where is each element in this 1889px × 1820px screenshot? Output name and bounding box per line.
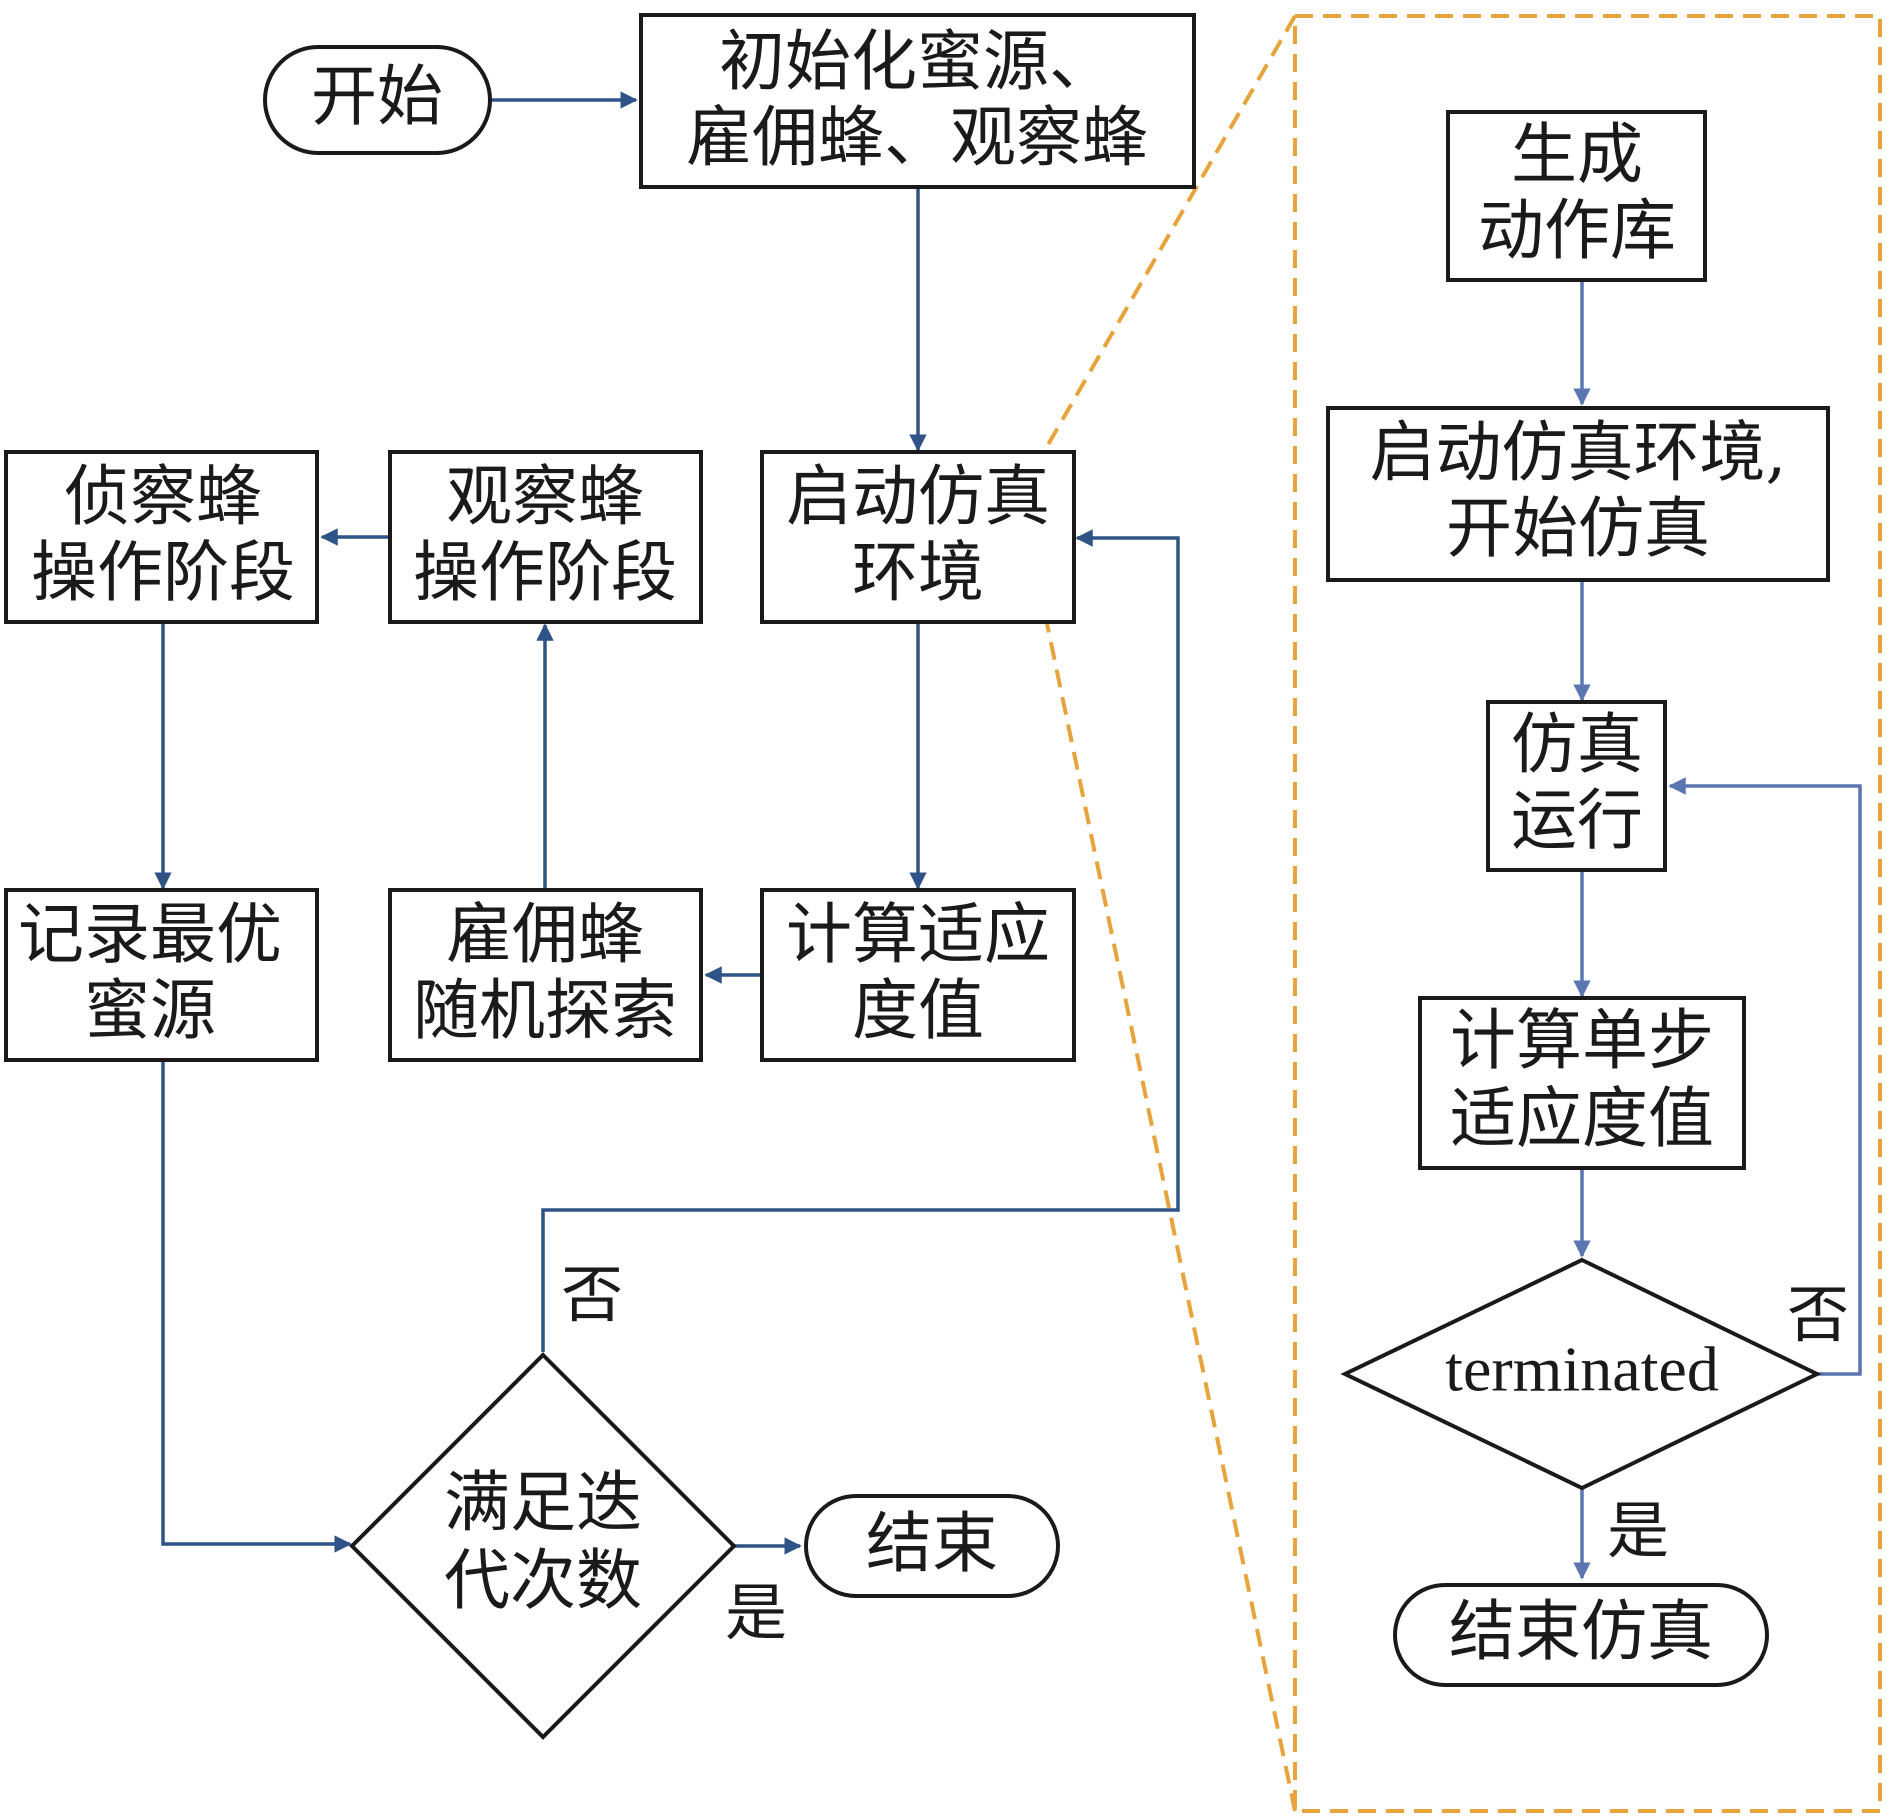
check-yes-label: 是 [725,1576,787,1649]
terminated-yes-label: 是 [1607,1494,1669,1567]
sim-run-process: 仿真 运行 [1486,700,1667,872]
terminated-no-label: 否 [1787,1278,1849,1351]
init-label-line2: 雇佣蜂、观察蜂 [686,99,1148,176]
edge-check-no-to-launch [541,529,1180,1352]
simrun-label-line2: 运行 [1511,782,1643,859]
record-label-line2: 蜜源 [84,972,216,1049]
start-sim-process: 启动仿真环境, 开始仿真 [1326,406,1830,582]
record-best-process: 记录最优 蜜源 [4,888,319,1062]
check-no-label: 否 [561,1258,623,1331]
start-terminal: 开始 [263,45,492,155]
fitness-label-line2: 度值 [852,972,984,1049]
startsim-label-line2: 开始仿真 [1446,490,1710,567]
onlooker-label-line2: 操作阶段 [413,534,677,611]
detail-zoom-frame [1043,14,1882,1813]
scout-label-line1: 侦察蜂 [64,458,262,535]
detail-flow-edges [1573,282,1862,1580]
genlib-label-line1: 生成 [1511,116,1643,193]
check-label-line2: 代次数 [444,1542,642,1619]
stepfit-label-line2: 适应度值 [1450,1080,1714,1157]
edge-terminated-no-to-run [1668,777,1862,1376]
iteration-check-decision: 满足迭 代次数 [349,1352,737,1740]
stepfit-label-line1: 计算单步 [1450,1002,1714,1079]
detail-frame-rect [1293,14,1882,1813]
launch-sim-label-line2: 环境 [852,534,984,611]
employed-label-line1: 雇佣蜂 [446,896,644,973]
employed-label-line2: 随机探索 [413,972,677,1049]
scout-label-line2: 操作阶段 [31,534,295,611]
endsim-label: 结束仿真 [1449,1593,1713,1670]
onlooker-label-line1: 观察蜂 [446,458,644,535]
terminated-decision: terminated [1340,1257,1822,1491]
employed-explore-process: 雇佣蜂 随机探索 [388,888,703,1062]
main-flow-edges [154,91,1180,1555]
fitness-label-line1: 计算适应 [786,896,1050,973]
edge-record-to-check [161,1060,352,1553]
scout-phase-process: 侦察蜂 操作阶段 [4,450,319,624]
step-fitness-process: 计算单步 适应度值 [1418,996,1746,1170]
compute-fitness-process: 计算适应 度值 [760,888,1076,1062]
genlib-label-line2: 动作库 [1478,192,1676,269]
init-label-line1: 初始化蜜源、 [719,23,1115,100]
zoom-line-bottom [1043,613,1297,1812]
end-terminal: 结束 [804,1494,1060,1598]
gen-action-lib-process: 生成 动作库 [1446,110,1707,282]
simrun-label-line1: 仿真 [1511,706,1643,783]
startsim-label-line1: 启动仿真环境, [1370,414,1787,491]
end-sim-terminal: 结束仿真 [1393,1583,1769,1687]
record-label-line1: 记录最优 [18,896,282,973]
end-label: 结束 [866,1505,998,1582]
terminated-label: terminated [1445,1334,1719,1405]
launch-sim-process: 启动仿真 环境 [760,450,1076,624]
init-process: 初始化蜜源、 雇佣蜂、观察蜂 [639,13,1196,189]
start-label: 开始 [311,58,443,135]
check-label-line1: 满足迭 [444,1464,642,1541]
onlooker-phase-process: 观察蜂 操作阶段 [388,450,703,624]
launch-sim-label-line1: 启动仿真 [786,458,1050,535]
